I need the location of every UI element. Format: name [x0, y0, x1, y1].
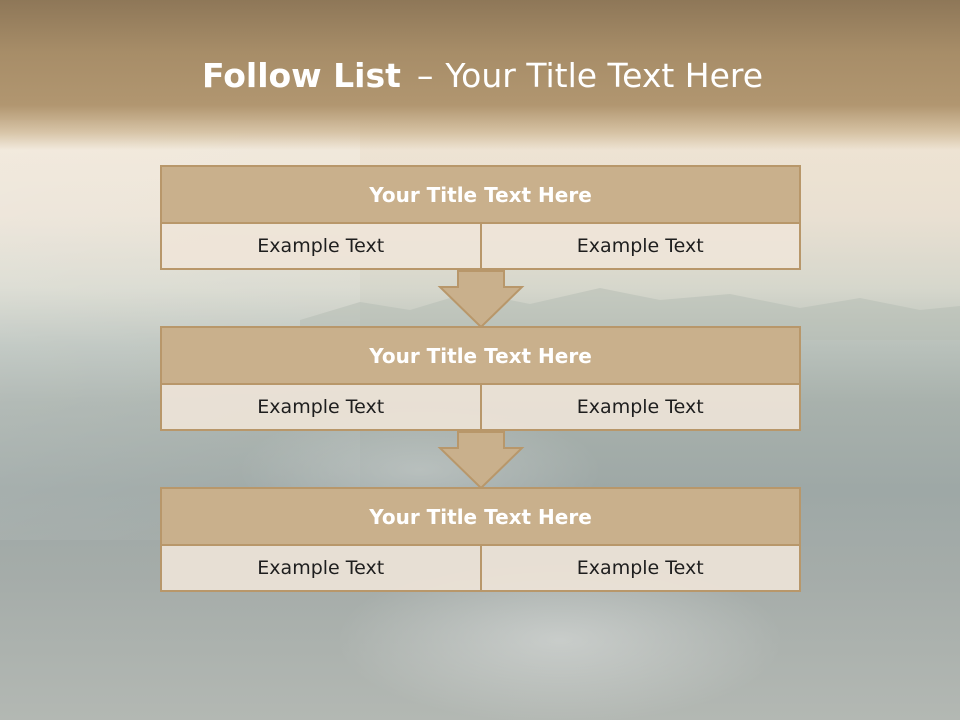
step-box-row: Example Text Example Text: [162, 546, 799, 590]
step-box-cell-right: Example Text: [479, 546, 800, 590]
step-box-cell-right: Example Text: [479, 224, 800, 268]
slide-title: Follow List–Your Title Text Here: [0, 56, 960, 95]
step-box-cell-left: Example Text: [257, 235, 385, 257]
slide-title-separator: –: [416, 56, 434, 95]
step-box-title: Your Title Text Here: [162, 489, 799, 546]
step-box-3: Your Title Text Here Example Text Exampl…: [160, 487, 801, 592]
down-arrow-icon: [437, 270, 525, 329]
step-box-2: Your Title Text Here Example Text Exampl…: [160, 326, 801, 431]
step-box-1: Your Title Text Here Example Text Exampl…: [160, 165, 801, 270]
step-box-cell-left: Example Text: [257, 396, 385, 418]
down-arrow-icon: [437, 431, 525, 490]
slide-title-bold: Follow List: [202, 56, 401, 95]
step-box-title: Your Title Text Here: [162, 328, 799, 385]
step-box-cell-right: Example Text: [479, 385, 800, 429]
step-box-row: Example Text Example Text: [162, 385, 799, 429]
slide-title-rest: Your Title Text Here: [445, 56, 764, 95]
step-box-title: Your Title Text Here: [162, 167, 799, 224]
step-box-cell-left: Example Text: [257, 557, 385, 579]
title-band: [0, 0, 960, 150]
step-box-row: Example Text Example Text: [162, 224, 799, 268]
